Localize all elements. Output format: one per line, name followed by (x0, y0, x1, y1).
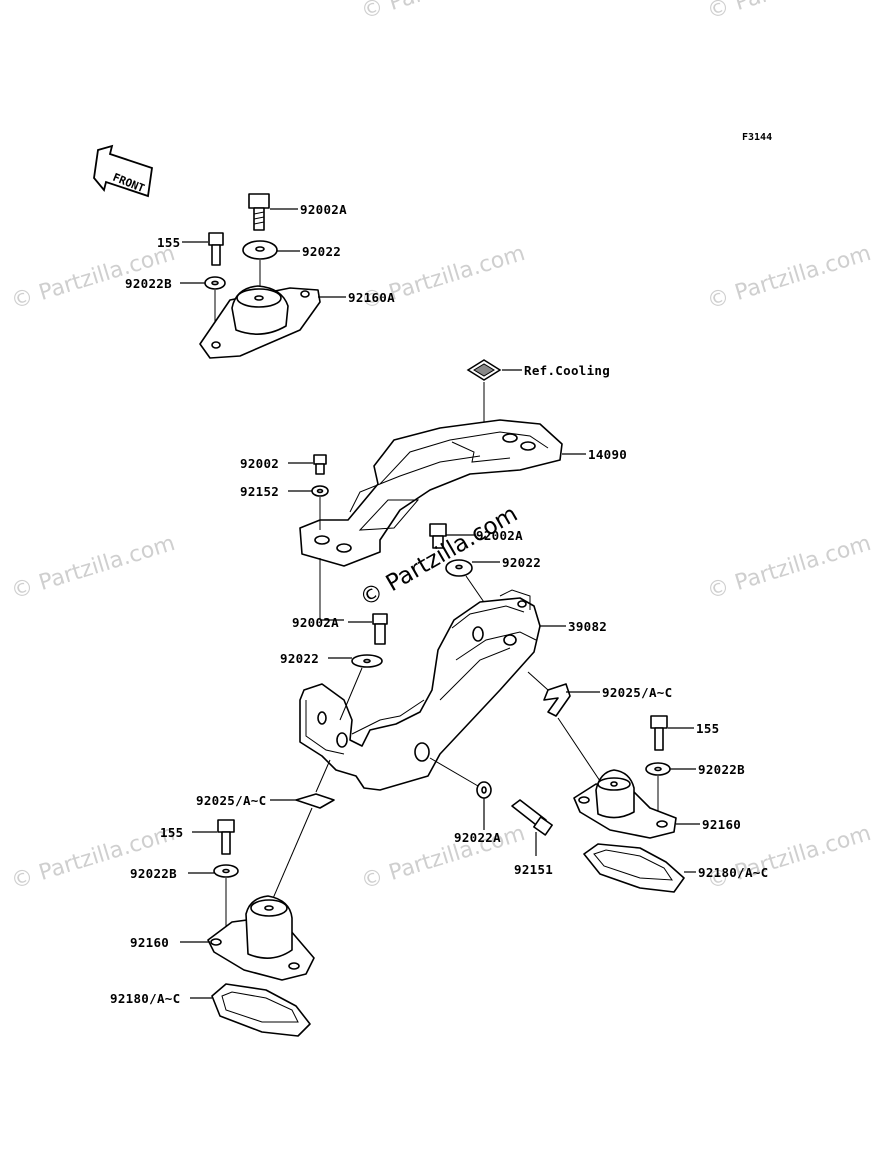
washer-92022-left (351, 654, 383, 668)
part-label[interactable]: Ref.Cooling (524, 363, 611, 378)
part-label[interactable]: 155 (160, 825, 184, 840)
bolt-155-top (208, 232, 224, 266)
part-label[interactable]: 92160 (702, 817, 742, 832)
engine-mount-92160-right (573, 769, 677, 839)
part-label[interactable]: 92022 (302, 244, 342, 259)
part-label[interactable]: 92180/A~C (698, 865, 769, 880)
part-label[interactable]: 92002 (240, 456, 280, 471)
front-arrow-icon: FRONT (93, 144, 153, 198)
part-label[interactable]: 92022A (454, 830, 501, 845)
figure-code: F3144 (742, 132, 773, 143)
engine-mount-92160-left (207, 895, 315, 981)
bolt-92002A-mid (429, 523, 447, 549)
washer-92022-mid (445, 559, 473, 577)
part-label[interactable]: 92160 (130, 935, 170, 950)
washer-92022B-right (645, 762, 671, 776)
part-label[interactable]: 92160A (348, 290, 395, 305)
engine-mount-92160A (199, 285, 321, 359)
washer-92022B-left (213, 864, 239, 878)
washer-92022-top (242, 240, 278, 260)
part-label[interactable]: 92022 (280, 651, 320, 666)
bolt-92002 (313, 454, 327, 475)
bolt-92002A-left (372, 613, 388, 645)
ref-cooling-icon (466, 359, 502, 381)
part-label[interactable]: 155 (696, 721, 720, 736)
bolt-92002A-top (248, 193, 270, 231)
part-label[interactable]: 155 (157, 235, 181, 250)
washer-92022B-top (204, 276, 226, 290)
part-label[interactable]: 92022 (502, 555, 542, 570)
frame-39082 (299, 589, 541, 791)
part-label[interactable]: 92022B (698, 762, 745, 777)
part-label[interactable]: 92025/A~C (602, 685, 673, 700)
washer-92152 (311, 485, 329, 497)
part-label[interactable]: 92002A (300, 202, 347, 217)
part-label[interactable]: 14090 (588, 447, 628, 462)
washer-92022A (476, 781, 492, 799)
part-label[interactable]: 92025/A~C (196, 793, 267, 808)
part-label[interactable]: 39082 (568, 619, 608, 634)
part-label[interactable]: 92002A (292, 615, 339, 630)
bolt-92151 (511, 799, 553, 836)
part-label[interactable]: 92180/A~C (110, 991, 181, 1006)
bolt-155-left (217, 819, 235, 855)
part-label[interactable]: 92152 (240, 484, 280, 499)
part-label[interactable]: 92022B (125, 276, 172, 291)
clip-92025-right (543, 683, 571, 717)
gasket-92180-right (583, 843, 685, 893)
part-label[interactable]: 92022B (130, 866, 177, 881)
clip-92025-left (295, 793, 335, 809)
bolt-155-right (650, 715, 668, 751)
bracket-14090 (299, 419, 563, 567)
part-label[interactable]: 92002A (476, 528, 523, 543)
part-label[interactable]: 92151 (514, 862, 554, 877)
gasket-92180-left (211, 983, 311, 1037)
